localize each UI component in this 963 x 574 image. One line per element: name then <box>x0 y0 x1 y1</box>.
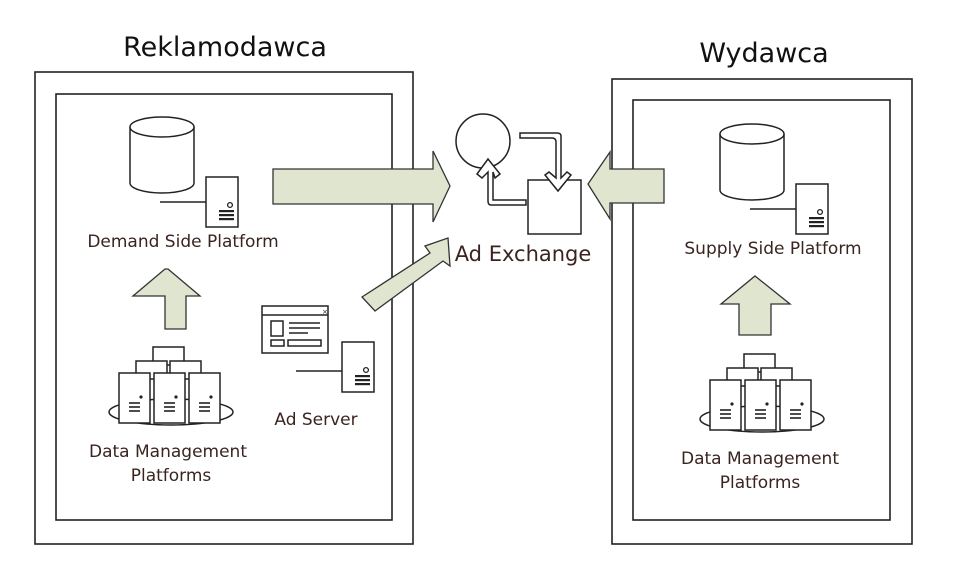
dsp-label: Demand Side Platform <box>87 232 278 252</box>
publisher-dmp-label-line2: Platforms <box>720 473 801 493</box>
publisher-title: Wydawca <box>699 38 828 69</box>
dsp-to-exchange-arrow <box>272 150 451 223</box>
advertiser-inner-box <box>55 93 393 521</box>
browser-window-icon: × <box>261 305 329 354</box>
exchange-cycle-icon <box>455 113 582 235</box>
dmp-to-dsp-arrow <box>131 268 202 330</box>
dmp-label-line2: Platforms <box>131 466 212 486</box>
ad-server-icon <box>341 341 375 393</box>
ssp-label: Supply Side Platform <box>684 239 861 259</box>
dmp-label-line1: Data Management <box>89 442 247 462</box>
dmp-to-ssp-arrow <box>719 275 792 336</box>
ad-exchange-label: Ad Exchange <box>455 242 592 266</box>
ad-server-to-exchange-arrow <box>360 237 451 312</box>
svg-text:×: × <box>322 308 328 316</box>
ad-server-label: Ad Server <box>274 410 357 430</box>
ssp-to-exchange-arrow <box>587 149 665 222</box>
publisher-dmp-label-line1: Data Management <box>681 449 839 469</box>
advertiser-title: Reklamodawca <box>123 32 327 63</box>
